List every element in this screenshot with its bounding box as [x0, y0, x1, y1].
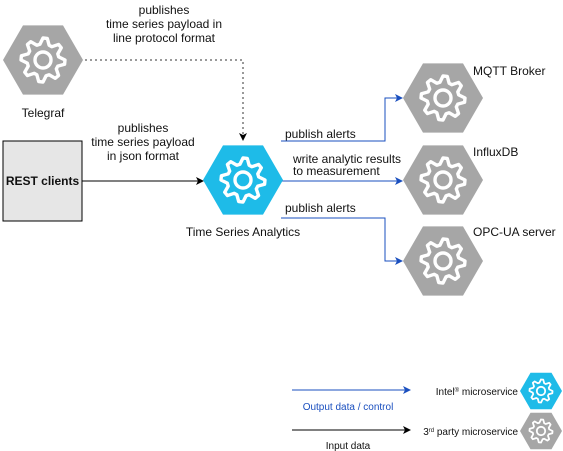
influx-hexagon — [403, 145, 483, 215]
telegraf-gear-icon — [19, 36, 67, 84]
edge-label-telegraf-line3: line protocol format — [113, 31, 216, 45]
legend: Output data / control Input data Intel® … — [292, 386, 519, 451]
hexagon-nodes — [3, 25, 562, 450]
legend-third-party-gear-icon — [528, 418, 554, 444]
influx-label: InfluxDB — [473, 145, 518, 159]
tsa-node — [203, 145, 283, 215]
legend-intel-hexagon — [520, 372, 562, 410]
legend-intel-gear-hub — [535, 385, 547, 397]
legend-third-party-gear-hub — [535, 425, 547, 437]
legend-input-label: Input data — [326, 441, 371, 451]
mqtt-gear-hub — [433, 88, 453, 108]
opcua-gear-hub — [433, 251, 453, 271]
mqtt-label: MQTT Broker — [473, 64, 545, 78]
legend-intel-gear-icon — [528, 378, 554, 404]
legend-third-party-label: 3rd party microservice — [423, 427, 518, 438]
tsa-label: Time Series Analytics — [186, 225, 300, 239]
edge-label-influx-line1: write analytic results — [292, 152, 401, 166]
telegraf-label: Telegraf — [22, 106, 65, 120]
legend-third-party-node — [520, 412, 562, 450]
legend-output-label: Output data / control — [303, 402, 394, 413]
opcua-node — [403, 226, 483, 296]
legend-third-party-hexagon — [520, 412, 562, 450]
rest-clients-label: REST clients — [6, 174, 80, 188]
influx-gear-hub — [433, 170, 453, 190]
telegraf-gear-hub — [33, 50, 53, 70]
telegraf-node — [3, 25, 83, 95]
tsa-gear-icon — [219, 156, 267, 204]
edge-telegraf-to-tsa — [80, 59, 247, 141]
edge-label-rest-line1: publishes — [118, 121, 169, 135]
legend-intel-label: Intel® microservice — [436, 387, 519, 398]
opcua-gear-icon — [419, 237, 467, 285]
edge-label-mqtt: publish alerts — [285, 127, 356, 141]
edge-label-influx-line2: to measurement — [293, 164, 380, 178]
edge-tsa-to-opcua — [281, 217, 403, 265]
mqtt-gear-icon — [419, 74, 467, 122]
tsa-hexagon — [203, 145, 283, 215]
influx-node — [403, 145, 483, 215]
legend-intel-node — [520, 372, 562, 410]
opcua-label: OPC-UA server — [473, 225, 556, 239]
rest-clients-node: REST clients — [2, 140, 83, 222]
mqtt-hexagon — [403, 63, 483, 133]
edge-label-telegraf-line2: time series payload in — [106, 17, 222, 31]
edge-label-telegraf-line1: publishes — [139, 3, 190, 17]
mqtt-node — [403, 63, 483, 133]
edge-label-rest-line3: in json format — [107, 149, 180, 163]
telegraf-hexagon — [3, 25, 83, 95]
edge-label-opcua: publish alerts — [285, 201, 356, 215]
influx-gear-icon — [419, 156, 467, 204]
tsa-gear-hub — [233, 170, 253, 190]
edge-tsa-to-mqtt — [281, 94, 403, 142]
opcua-hexagon — [403, 226, 483, 296]
edge-label-rest-line2: time series payload — [91, 135, 194, 149]
